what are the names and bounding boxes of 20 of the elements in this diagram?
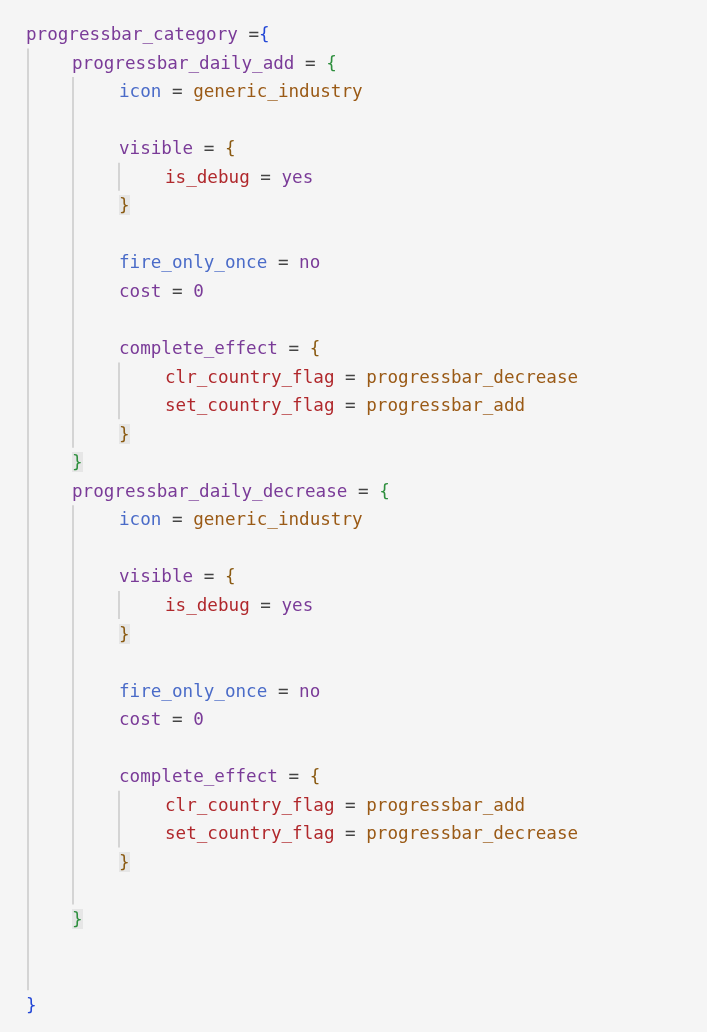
code-line: visible = { (119, 137, 236, 161)
code-line: clr_country_flag = progressbar_decrease (165, 365, 579, 389)
code-line: } (26, 993, 37, 1017)
code-line: is_debug = yes (165, 594, 314, 617)
code-line: complete_effect = { (119, 765, 321, 789)
code-line: icon = generic_industry (119, 508, 363, 532)
code-line: set_country_flag = progressbar_decrease (165, 822, 579, 846)
code-line: icon = generic_industry (119, 80, 363, 104)
code-line: cost = 0 (119, 279, 204, 303)
code-line: visible = { (119, 565, 236, 589)
code-line: cost = 0 (119, 708, 204, 732)
code-line: progressbar_daily_decrease = { (72, 479, 390, 503)
code-line: fire_only_once = no (119, 251, 321, 275)
code-line: clr_country_flag = progressbar_add (165, 793, 526, 817)
code-line: progressbar_category ={ (26, 23, 270, 46)
code-line: fire_only_once = no (119, 679, 321, 703)
code-line: is_debug = yes (165, 165, 314, 189)
code-line: set_country_flag = progressbar_add (165, 394, 526, 418)
code-line: complete_effect = { (119, 337, 321, 361)
code-line: progressbar_daily_add = { (72, 51, 337, 75)
